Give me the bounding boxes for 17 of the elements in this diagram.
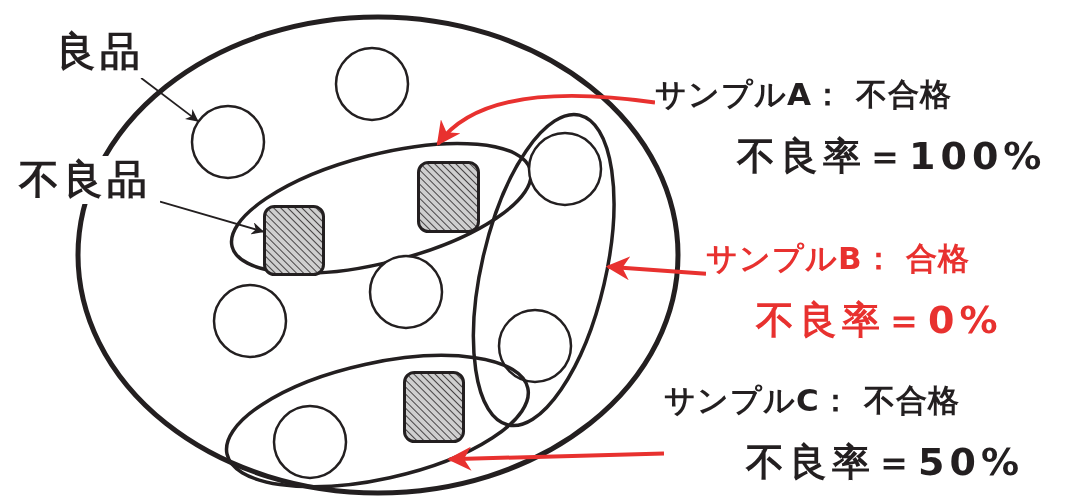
good-item-circle — [334, 46, 410, 122]
defective-item-square — [263, 205, 325, 276]
good-item-circle — [497, 308, 573, 384]
good-item-circle — [190, 104, 266, 180]
sample-ellipse — [470, 110, 618, 430]
defective-item-square — [417, 161, 480, 233]
good-item-circle — [212, 283, 288, 359]
good-item-circle — [368, 254, 444, 330]
sample-ellipse — [222, 351, 532, 491]
defective-item-square — [403, 371, 465, 443]
arrow — [605, 256, 707, 281]
arrow — [436, 93, 656, 146]
good-item-circle — [272, 404, 348, 480]
leader-arrow — [140, 77, 199, 122]
arrow — [447, 446, 665, 471]
good-item-circle — [527, 131, 603, 207]
leader-arrow — [159, 200, 265, 235]
